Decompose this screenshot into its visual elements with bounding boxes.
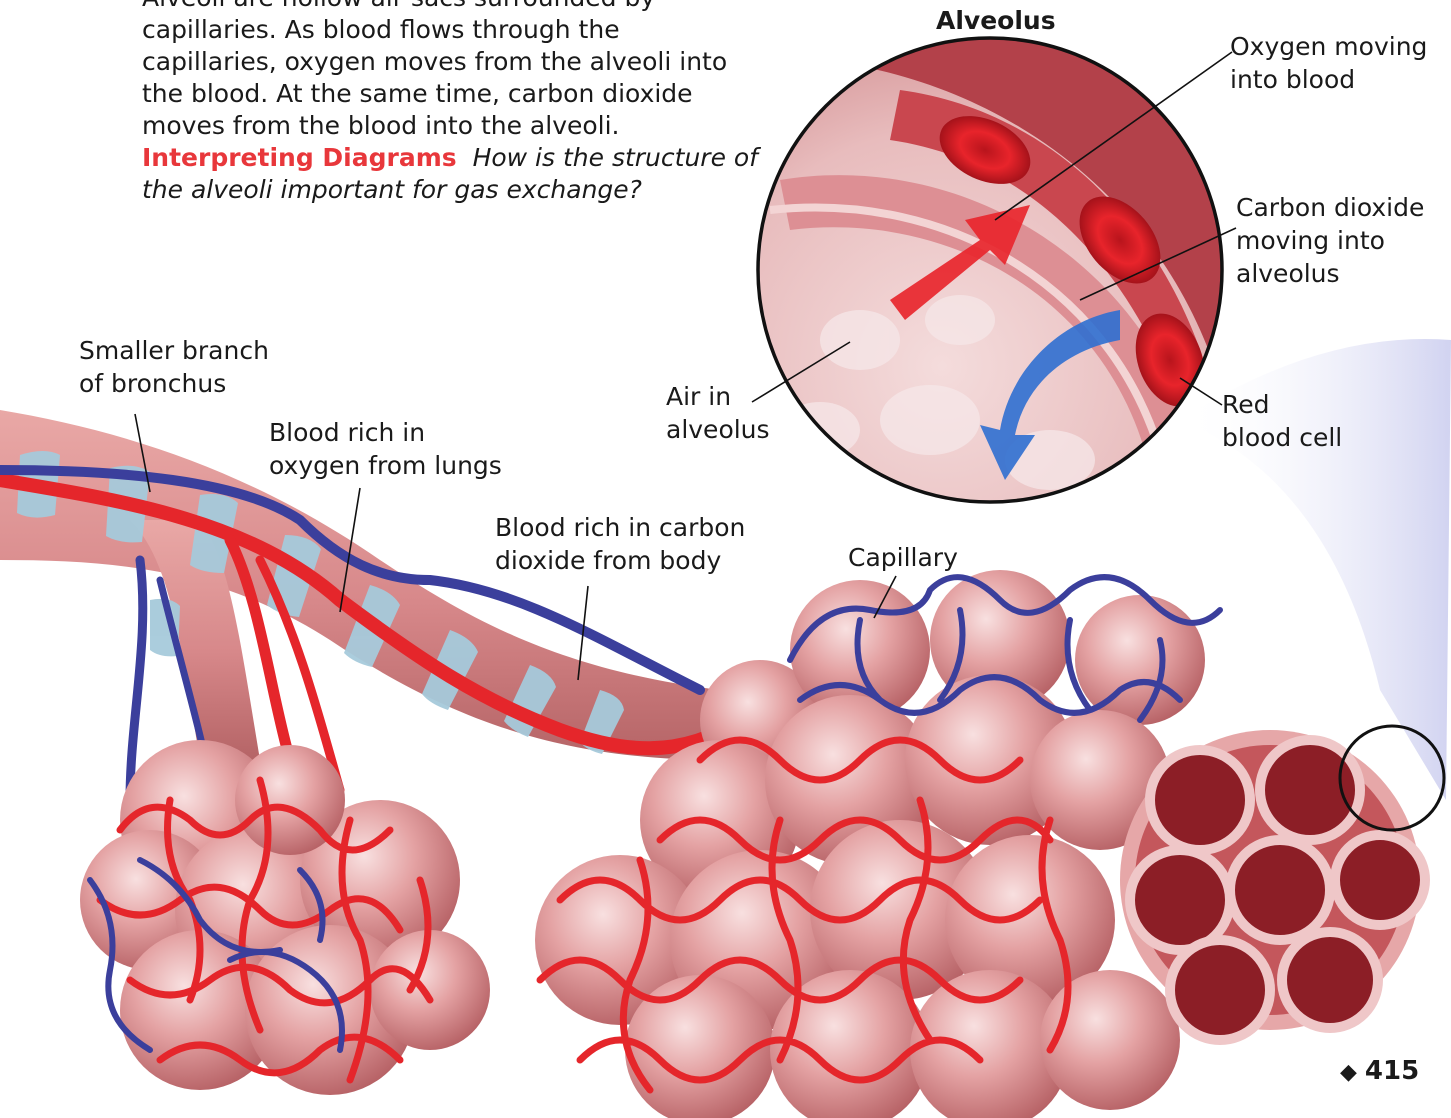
label-line: into blood [1230,63,1427,96]
label-smaller-branch-bronchus: Smaller branch of bronchus [79,334,269,400]
interpreting-diagrams-label: Interpreting Diagrams [142,143,457,172]
label-carbon-dioxide-moving: Carbon dioxide moving into alveolus [1236,191,1424,290]
label-blood-rich-oxygen: Blood rich in oxygen from lungs [269,416,502,482]
figure-caption: Alveoli are hollow air sacs surrounded b… [142,0,742,206]
label-line: Blood rich in [269,416,502,449]
diamond-icon: ◆ [1340,1060,1357,1085]
page-number: ◆ 415 [1340,1056,1419,1086]
label-air-in-alveolus: Air in alveolus [666,380,770,446]
label-line: Oxygen moving [1230,30,1427,63]
label-line: Blood rich in carbon [495,511,745,544]
inset-title: Alveolus [936,6,1056,35]
caption-line: capillaries. As blood flows through the [142,14,742,46]
page-number-value: 415 [1365,1056,1419,1086]
label-capillary: Capillary [848,541,958,574]
label-oxygen-moving: Oxygen moving into blood [1230,30,1427,96]
question-text: the alveoli important for gas exchange? [142,174,742,206]
caption-line: capillaries, oxygen moves from the alveo… [142,46,742,78]
alveolar-cross-section [1120,726,1444,1040]
caption-line: the blood. At the same time, carbon diox… [142,78,742,110]
label-red-blood-cell: Red blood cell [1222,388,1342,454]
label-line: Smaller branch [79,334,269,367]
label-line: Air in [666,380,770,413]
caption-question-line: Interpreting Diagrams How is the structu… [142,142,742,174]
label-line: oxygen from lungs [269,449,502,482]
label-line: alveolus [1236,257,1424,290]
label-line: dioxide from body [495,544,745,577]
label-line: alveolus [666,413,770,446]
label-blood-rich-carbon-dioxide: Blood rich in carbon dioxide from body [495,511,745,577]
caption-line: moves from the blood into the alveoli. [142,110,742,142]
question-text: How is the structure of [473,143,758,172]
alveolus-inset [750,30,1230,510]
label-line: of bronchus [79,367,269,400]
label-line: Red [1222,388,1342,421]
label-line: blood cell [1222,421,1342,454]
caption-line: Alveoli are hollow air sacs surrounded b… [142,0,742,14]
label-line: Carbon dioxide [1236,191,1424,224]
label-line: moving into [1236,224,1424,257]
